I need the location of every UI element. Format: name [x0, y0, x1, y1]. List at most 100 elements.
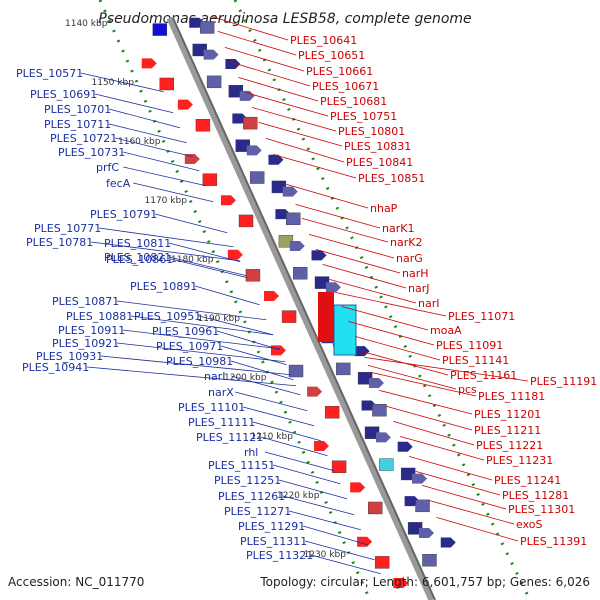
right-leader-line [217, 31, 297, 56]
right-gene-label: PLES_11211 [474, 424, 541, 437]
right-gene-label: PLES_10651 [298, 49, 365, 62]
left-gene-label: PLES_10921 [52, 337, 119, 350]
right-leader-line [258, 122, 343, 147]
ruler-tick-label: 1220 kbp [277, 491, 320, 501]
right-gene-label: PLES_11091 [436, 339, 503, 352]
ruler-tick-label: 1160 kbp [118, 137, 161, 147]
gene-block [318, 292, 334, 342]
left-gene-label: PLES_10951 [134, 310, 201, 323]
genome-backbone-shadow [172, 17, 436, 600]
tick-ruler-right [233, 0, 532, 600]
left-gene-label: PLES_11291 [238, 520, 305, 533]
left-gene-label: PLES_11261 [218, 490, 285, 503]
right-gene-label: exoS [516, 518, 542, 531]
right-leader-line [315, 249, 401, 274]
gene-block [195, 119, 211, 132]
right-leader-line [210, 16, 289, 41]
right-leader-line [415, 471, 501, 496]
gene-block [199, 21, 215, 34]
right-leader-line [354, 336, 441, 361]
right-leader-line [348, 321, 435, 346]
right-gene-label: PLES_11071 [448, 310, 515, 323]
gene-arrow [440, 537, 456, 548]
gene-block [245, 269, 261, 282]
right-gene-label: PLES_11221 [476, 439, 543, 452]
right-leader-line [364, 357, 529, 382]
gene-arrow [289, 241, 305, 252]
left-gene-label: PLES_10971 [156, 340, 223, 353]
left-leader-line [80, 72, 164, 93]
gene-arrow [418, 528, 434, 539]
left-leader-line [170, 258, 248, 279]
left-leader-line [122, 151, 200, 172]
gene-block [368, 501, 383, 515]
gene-arrow [203, 49, 219, 60]
left-gene-label: PLES_10941 [22, 361, 89, 374]
left-leader-line [230, 360, 294, 381]
right-gene-label: PLES_11301 [508, 503, 575, 516]
ruler-tick-label: 1170 kbp [145, 196, 188, 206]
right-label-leaders: PLES_10641PLES_10651PLES_10661PLES_10671… [210, 16, 597, 548]
right-leader-line [393, 421, 475, 446]
gene-block [415, 499, 430, 513]
right-gene-label: PLES_10641 [290, 34, 357, 47]
gene-arrow [264, 290, 280, 301]
left-leader-line [114, 137, 194, 158]
right-leader-line [251, 107, 337, 132]
right-leader-line [399, 436, 485, 461]
left-gene-label: PLES_11311 [240, 535, 307, 548]
left-gene-label: PLES_10701 [44, 103, 111, 116]
left-gene-label: PLES_10871 [52, 295, 119, 308]
gene-arrow [141, 58, 157, 69]
left-gene-label: PLES_10981 [166, 355, 233, 368]
gene-arrow [354, 346, 370, 357]
left-gene-label: fecA [106, 177, 131, 190]
right-gene-label: PLES_10681 [320, 95, 387, 108]
right-leader-line [272, 154, 357, 179]
right-leader-line [335, 292, 447, 317]
left-leader-line [220, 345, 287, 366]
left-gene-label: PLES_11151 [208, 459, 275, 472]
right-leader-line [265, 138, 345, 163]
left-gene-label: narX [208, 386, 234, 399]
right-leader-line [428, 500, 515, 525]
left-leader-line [264, 451, 335, 472]
gene-arrow [325, 282, 341, 293]
right-gene-label: PLES_10661 [306, 65, 373, 78]
left-leader-line [108, 123, 187, 144]
right-gene-label: PLES_10671 [312, 80, 379, 93]
gene-arrow [246, 145, 262, 156]
right-leader-line [224, 47, 305, 72]
left-leader-line [231, 375, 301, 396]
left-gene-label: PLES_10691 [30, 88, 97, 101]
right-gene-label: PLES_11391 [520, 535, 587, 548]
left-leader-line [108, 108, 181, 129]
left-leader-line [98, 227, 234, 248]
left-gene-label: PLES_11101 [178, 401, 245, 414]
right-leader-line [329, 279, 417, 304]
gene-arrow [220, 195, 236, 206]
gene-block [374, 556, 390, 569]
right-leader-line [286, 184, 369, 209]
gene-block [152, 23, 168, 36]
right-gene-label: narG [396, 252, 423, 265]
left-leader-line [216, 330, 280, 351]
right-gene-label: PLES_10851 [358, 172, 425, 185]
right-gene-label: narI [418, 297, 439, 310]
left-gene-label: PLES_10781 [26, 236, 93, 249]
gene-arrow [314, 441, 330, 452]
right-leader-line [238, 77, 319, 102]
right-leader-line [379, 390, 473, 415]
left-gene-label: PLES_11111 [188, 416, 255, 429]
gene-arrow [268, 154, 284, 165]
left-gene-label: PLES_11321 [246, 549, 313, 562]
gene-block [281, 310, 297, 323]
right-gene-label: PLES_11231 [486, 454, 553, 467]
left-gene-label: PLES_10961 [152, 325, 219, 338]
left-leader-line [116, 342, 286, 363]
gene-arrow [357, 536, 373, 547]
left-gene-label: rhl [244, 446, 258, 459]
left-leader-line [86, 366, 297, 387]
right-gene-label: PLES_10831 [344, 140, 411, 153]
